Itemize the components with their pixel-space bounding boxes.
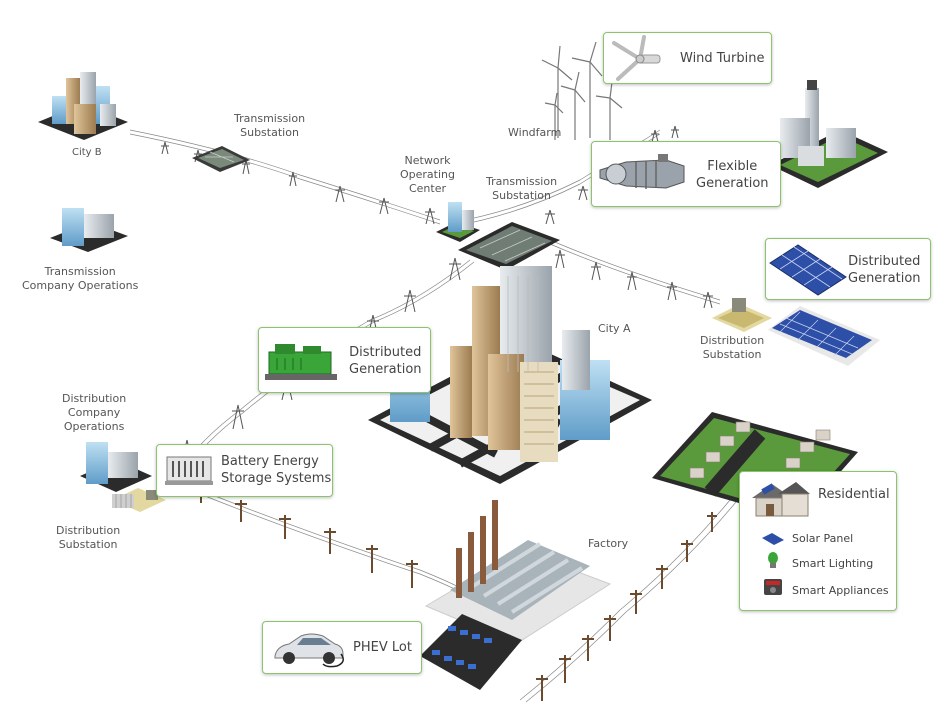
battery-storage-title: Battery Energy Storage Systems	[221, 453, 331, 487]
distribution-substation-right-label: Distribution Substation	[700, 334, 764, 362]
transmission-company-operations-label: Transmission Company Operations	[22, 265, 138, 293]
transmission-company-operations-building	[50, 208, 128, 252]
solar-panel-small-icon	[760, 532, 786, 546]
factory-label: Factory	[588, 537, 628, 551]
transmission-substation-1-label: Transmission Substation	[234, 112, 305, 140]
residential-item-smart-appliances: Smart Appliances	[792, 584, 889, 597]
distributed-generation-center-callout: Distributed Generation	[258, 327, 431, 393]
network-operating-center-label: Network Operating Center	[400, 154, 455, 196]
city-a-label: City A	[598, 322, 631, 336]
network-operating-center-building	[436, 202, 480, 242]
phev-lot-callout: PHEV Lot	[262, 621, 422, 674]
distributed-generation-right-title: Distributed Generation	[848, 253, 921, 287]
residential-title: Residential	[818, 486, 890, 503]
battery-storage-callout: Battery Energy Storage Systems	[156, 444, 333, 497]
residential-callout: Residential Solar Panel Smart Lighting S…	[739, 471, 897, 611]
wind-turbine-icon	[610, 35, 674, 83]
residential-item-solar-panel: Solar Panel	[792, 532, 853, 545]
flexible-generation-title: Flexible Generation	[696, 158, 769, 192]
wind-turbine-callout: Wind Turbine	[603, 32, 772, 84]
distributed-generation-right-callout: Distributed Generation	[765, 238, 931, 300]
transmission-substation-2-label: Transmission Substation	[486, 175, 557, 203]
electric-car-icon	[271, 628, 347, 670]
phev-lot-title: PHEV Lot	[353, 639, 412, 656]
distribution-company-operations-label: Distribution Company Operations	[62, 392, 126, 434]
battery-storage-icon	[163, 453, 215, 489]
smart-appliance-icon	[762, 576, 784, 598]
windfarm-label: Windfarm	[508, 126, 561, 140]
distribution-company-operations-building	[80, 442, 152, 492]
house-icon	[748, 478, 812, 520]
generator-icon	[263, 340, 343, 384]
distribution-substation-right-icon	[712, 298, 772, 332]
distributed-generation-center-title: Distributed Generation	[349, 344, 422, 378]
city-b-label: City B	[72, 146, 102, 160]
solar-array-right	[768, 306, 880, 366]
city-b-buildings	[38, 72, 128, 140]
power-plant	[770, 80, 888, 188]
gas-turbine-icon	[596, 150, 688, 198]
smart-lighting-icon	[766, 552, 780, 570]
residential-item-smart-lighting: Smart Lighting	[792, 557, 873, 570]
distribution-substation-left-label: Distribution Substation	[56, 524, 120, 552]
solar-panel-icon	[768, 243, 848, 297]
wind-turbine-title: Wind Turbine	[680, 50, 764, 67]
flexible-generation-callout: Flexible Generation	[591, 141, 781, 207]
